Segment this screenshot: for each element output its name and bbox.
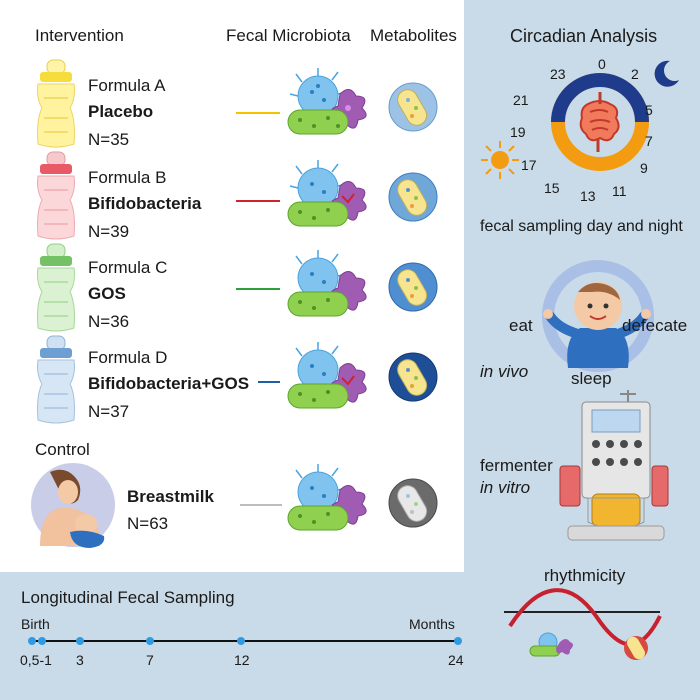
timeline-tick-0: 0,5-1 [20, 652, 52, 668]
in-vivo-defecate: defecate [622, 316, 688, 335]
metabolite-icon [388, 172, 438, 222]
control-label: Control [35, 440, 90, 459]
sun-icon [481, 141, 519, 179]
microbiota-cluster-icon [287, 464, 367, 531]
clock-hour-13: 13 [580, 188, 596, 204]
timeline-start: Birth [21, 616, 50, 632]
control-type: Breastmilk [127, 487, 214, 506]
clock-hour-17: 17 [521, 157, 537, 173]
fermenter-sub: in vitro [480, 478, 531, 497]
formula-a-name: Formula A [88, 76, 166, 95]
timeline-panel [0, 572, 700, 700]
microbiota-cluster-icon [287, 160, 367, 227]
formula-c-name: Formula C [88, 258, 168, 277]
metabolite-icon [388, 352, 438, 402]
formula-b-type: Bifidobacteria [88, 194, 202, 213]
breastfeeding-icon [31, 463, 115, 548]
clock-hour-0: 0 [598, 56, 606, 72]
bottle-icon-green [37, 243, 75, 332]
metabolite-icon [388, 82, 438, 132]
bottle-icon-blue [37, 335, 75, 424]
timeline-tick-3: 3 [76, 652, 84, 668]
formula-d-line [258, 381, 280, 383]
timeline-tick-12: 12 [234, 652, 250, 668]
in-vivo-sleep: sleep [571, 369, 612, 388]
clock-hour-2: 2 [631, 66, 639, 82]
timeline-title: Longitudinal Fecal Sampling [21, 588, 235, 607]
clock-hour-5: 5 [645, 102, 653, 118]
clock-hour-15: 15 [544, 180, 560, 196]
metabolite-icon [388, 478, 438, 528]
fecal-microbiota-header: Fecal Microbiota [226, 26, 351, 45]
clock-hour-21: 21 [513, 92, 529, 108]
rhythmicity-wave [504, 588, 662, 660]
formula-d-n: N=37 [88, 402, 130, 421]
formula-a-type: Placebo [88, 102, 154, 121]
control-n: N=63 [127, 514, 169, 533]
bottle-icon-yellow [37, 59, 75, 148]
timeline-tick-24: 24 [448, 652, 464, 668]
rhythmicity-label: rhythmicity [544, 566, 626, 585]
timeline-end: Months [409, 616, 455, 632]
microbiota-cluster-icon [287, 342, 367, 409]
clock-hour-9: 9 [640, 160, 648, 176]
circadian-clock [551, 73, 649, 171]
formula-b-n: N=39 [88, 222, 130, 241]
formula-c-n: N=36 [88, 312, 130, 331]
formula-d-type: Bifidobacteria+GOS [88, 374, 250, 393]
clock-hour-11: 11 [612, 183, 627, 199]
in-vivo-eat: eat [509, 316, 533, 335]
intervention-header: Intervention [35, 26, 124, 45]
bottle-icon-pink [37, 151, 75, 240]
moon-icon [654, 60, 679, 87]
clock-hour-23: 23 [550, 66, 566, 82]
timeline-points [28, 637, 462, 645]
clock-caption: fecal sampling day and night [480, 218, 683, 235]
timeline-tick-7: 7 [146, 652, 154, 668]
formula-b-line [236, 200, 280, 202]
in-vivo-label: in vivo [480, 362, 529, 381]
fermenter-label: fermenter [480, 456, 553, 475]
microbiota-cluster-icon [287, 250, 367, 317]
formula-c-line [236, 288, 280, 290]
metabolite-icon [388, 262, 438, 312]
formula-c-type: GOS [88, 284, 126, 303]
formula-a-line [236, 112, 280, 114]
control-line [240, 504, 282, 506]
formula-a-n: N=35 [88, 130, 130, 149]
clock-hour-7: 7 [645, 133, 653, 149]
formula-b-name: Formula B [88, 168, 167, 187]
microbiota-cluster-icon [287, 68, 367, 135]
clock-hour-19: 19 [510, 124, 526, 140]
metabolites-header: Metabolites [370, 26, 457, 45]
fermenter-icon [559, 390, 669, 541]
circadian-header: Circadian Analysis [510, 26, 658, 46]
formula-d-name: Formula D [88, 348, 168, 367]
baby-cycle-icon [542, 260, 654, 372]
